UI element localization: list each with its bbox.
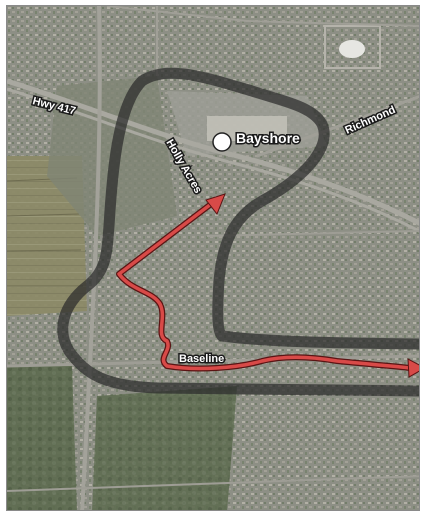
map-canvas: Hwy 417 Richmond Holly Acres Bayshore Ba… [7,6,419,510]
arrowhead-east-icon [407,358,419,378]
map-view[interactable]: Hwy 417 Richmond Holly Acres Bayshore Ba… [6,5,420,511]
circle-marker-icon[interactable] [212,132,232,152]
transitway-route-line [57,67,419,397]
bayshore-label: Bayshore [236,130,300,146]
baseline-label: Baseline [179,353,224,365]
arrowhead-northeast-icon [205,193,226,215]
red-route [116,193,419,378]
red-route-line [117,199,412,371]
